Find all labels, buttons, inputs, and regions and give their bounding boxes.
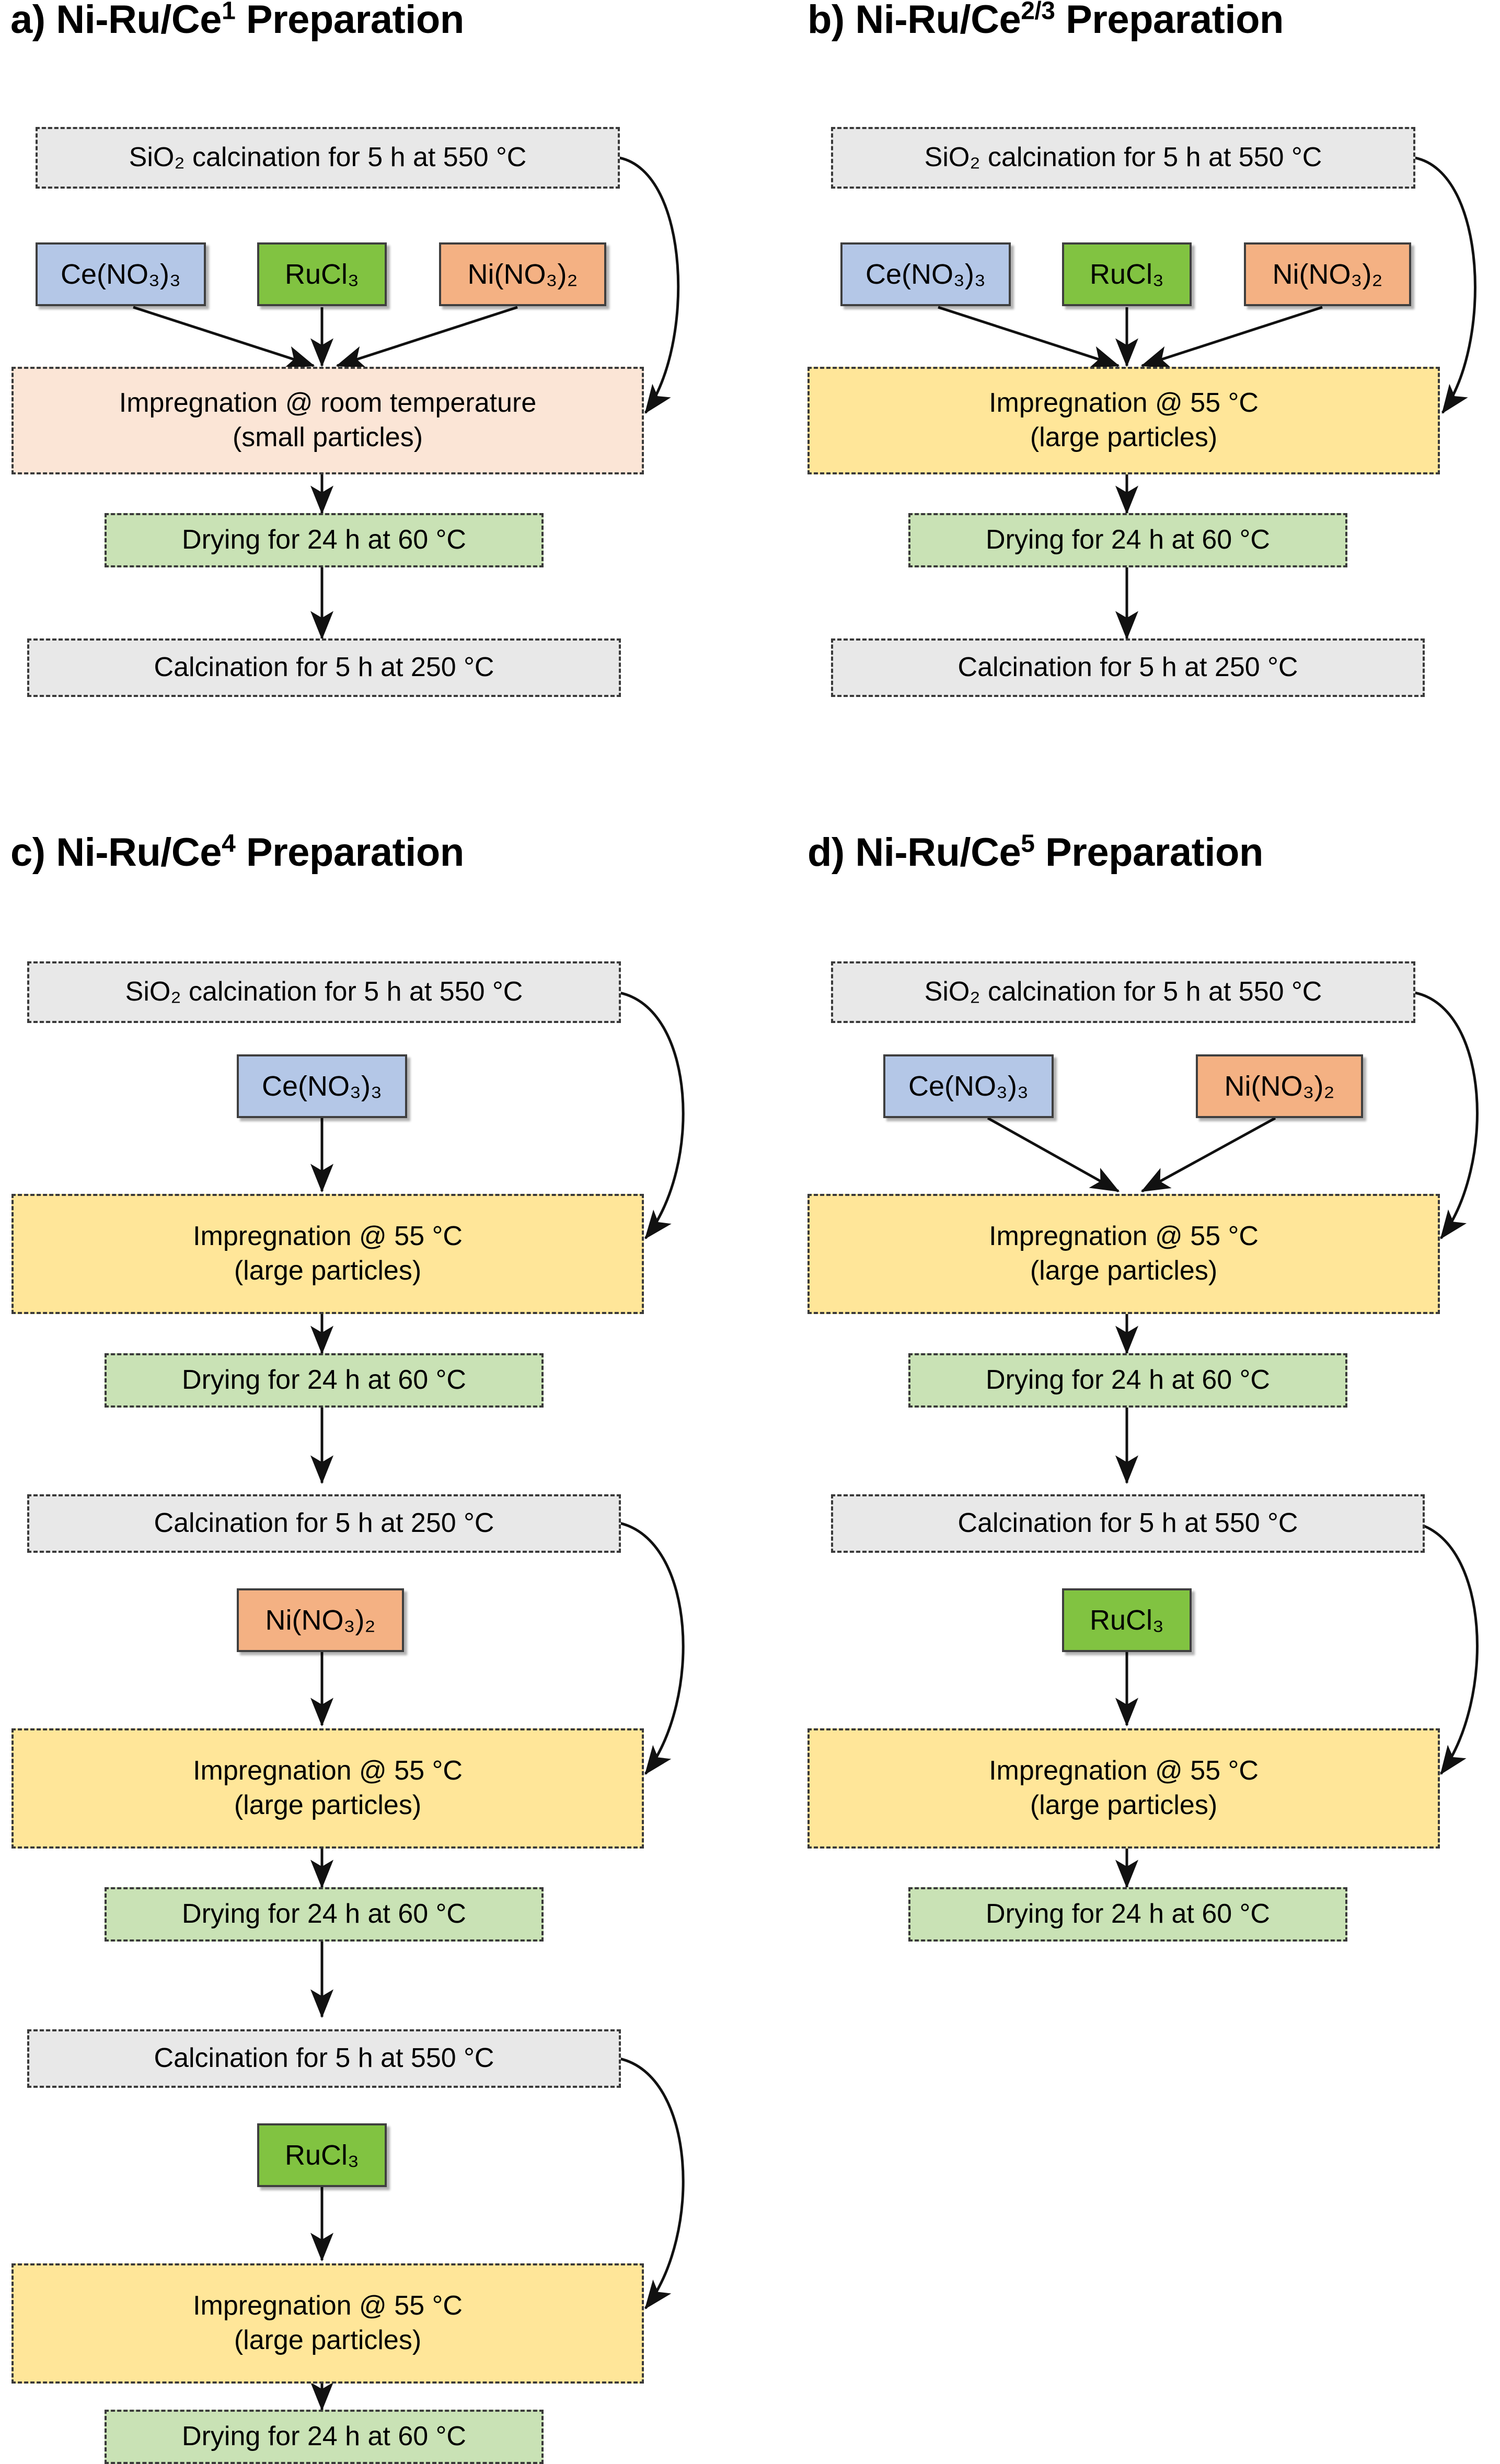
panel-b-title-suffix: Preparation [1055,0,1284,42]
node-a-drying[interactable]: Drying for 24 h at 60 °C [105,513,544,567]
node-d-ce-nitrate[interactable]: Ce(NO₃)₃ [883,1054,1054,1118]
node-label: RuCl₃ [284,258,359,290]
panel-a-title-suffix: Preparation [235,0,464,42]
node-a-ce-nitrate[interactable]: Ce(NO₃)₃ [36,242,206,306]
node-label: Drying for 24 h at 60 °C [986,525,1270,555]
panel-d-title-suffix: Preparation [1034,830,1263,875]
node-label-line2: (large particles) [1030,1256,1218,1286]
panel-a-title-superscript: 1 [222,0,236,25]
node-d-drying-1[interactable]: Drying for 24 h at 60 °C [908,1353,1347,1408]
node-d-ni-nitrate[interactable]: Ni(NO₃)₂ [1196,1054,1363,1118]
node-b-impregnation[interactable]: Impregnation @ 55 °C (large particles) [807,367,1440,474]
node-label: Drying for 24 h at 60 °C [182,1365,466,1396]
node-label-line1: Impregnation @ 55 °C [989,1756,1259,1786]
panel-b-title-prefix: b) Ni-Ru/Ce [807,0,1021,42]
panel-b-title-superscript: 2/3 [1021,0,1055,25]
node-b-ce-nitrate[interactable]: Ce(NO₃)₃ [840,242,1011,306]
node-label: Ce(NO₃)₃ [908,1070,1029,1102]
node-d-sio2-calcination[interactable]: SiO₂ calcination for 5 h at 550 °C [831,961,1415,1023]
node-b-drying[interactable]: Drying for 24 h at 60 °C [908,513,1347,567]
node-label-line1: Impregnation @ room temperature [119,388,537,419]
node-b-ni-nitrate[interactable]: Ni(NO₃)₂ [1244,242,1411,306]
node-c-impregnation-2[interactable]: Impregnation @ 55 °C (large particles) [11,1728,644,1849]
node-a-sio2-calcination[interactable]: SiO₂ calcination for 5 h at 550 °C [36,127,620,189]
node-c-drying-3[interactable]: Drying for 24 h at 60 °C [105,2410,544,2464]
node-label: Calcination for 5 h at 250 °C [154,1508,494,1539]
node-label: Drying for 24 h at 60 °C [986,1365,1270,1396]
node-b-ru-chloride[interactable]: RuCl₃ [1062,242,1192,306]
node-b-sio2-calcination[interactable]: SiO₂ calcination for 5 h at 550 °C [831,127,1415,189]
node-label: Drying for 24 h at 60 °C [986,1899,1270,1930]
node-a-calcination[interactable]: Calcination for 5 h at 250 °C [27,638,621,697]
node-c-ru-chloride[interactable]: RuCl₃ [257,2123,387,2187]
panel-c-title-suffix: Preparation [235,830,464,875]
node-label-line1: Impregnation @ 55 °C [193,1756,463,1786]
panel-d-title-prefix: d) Ni-Ru/Ce [807,830,1021,875]
node-label: Ni(NO₃)₂ [1272,258,1383,290]
node-b-calcination[interactable]: Calcination for 5 h at 250 °C [831,638,1425,697]
node-label: Calcination for 5 h at 250 °C [957,652,1298,683]
node-label: Drying for 24 h at 60 °C [182,525,466,555]
node-d-ru-chloride[interactable]: RuCl₃ [1062,1588,1192,1652]
node-label: SiO₂ calcination for 5 h at 550 °C [129,142,527,173]
node-a-ni-nitrate[interactable]: Ni(NO₃)₂ [439,242,606,306]
panel-d-title: d) Ni-Ru/Ce5 Preparation [807,830,1263,875]
node-c-impregnation-1[interactable]: Impregnation @ 55 °C (large particles) [11,1194,644,1314]
panel-c-title: c) Ni-Ru/Ce4 Preparation [10,830,464,875]
node-c-drying-1[interactable]: Drying for 24 h at 60 °C [105,1353,544,1408]
panel-c-title-superscript: 4 [222,830,236,858]
node-c-ni-nitrate[interactable]: Ni(NO₃)₂ [237,1588,404,1652]
node-label: Drying for 24 h at 60 °C [182,1899,466,1930]
node-c-calcination-1[interactable]: Calcination for 5 h at 250 °C [27,1494,621,1553]
node-label: Calcination for 5 h at 550 °C [957,1508,1298,1539]
node-d-drying-2[interactable]: Drying for 24 h at 60 °C [908,1887,1347,1942]
node-a-impregnation[interactable]: Impregnation @ room temperature (small p… [11,367,644,474]
node-label: RuCl₃ [1089,258,1164,290]
node-label-line2: (large particles) [234,2325,422,2355]
node-label-line2: (small particles) [232,422,423,452]
node-label-line2: (large particles) [1030,422,1218,452]
node-label: Calcination for 5 h at 550 °C [154,2043,494,2074]
node-label: RuCl₃ [284,2139,359,2171]
node-label: Ni(NO₃)₂ [265,1604,376,1636]
panel-c-title-prefix: c) Ni-Ru/Ce [10,830,222,875]
node-label: SiO₂ calcination for 5 h at 550 °C [924,977,1322,1007]
node-label-line1: Impregnation @ 55 °C [989,1221,1259,1252]
node-label: Ce(NO₃)₃ [262,1070,382,1102]
node-a-ru-chloride[interactable]: RuCl₃ [257,242,387,306]
node-label: Ni(NO₃)₂ [1224,1070,1335,1102]
node-label-line1: Impregnation @ 55 °C [989,388,1259,419]
node-label: RuCl₃ [1089,1604,1164,1636]
node-c-sio2-calcination[interactable]: SiO₂ calcination for 5 h at 550 °C [27,961,621,1023]
panel-a-title: a) Ni-Ru/Ce1 Preparation [10,0,464,42]
node-label-line2: (large particles) [234,1790,422,1820]
node-c-ce-nitrate[interactable]: Ce(NO₃)₃ [237,1054,407,1118]
node-label: Drying for 24 h at 60 °C [182,2421,466,2452]
node-label-line2: (large particles) [234,1256,422,1286]
node-label-line1: Impregnation @ 55 °C [193,2291,463,2321]
panel-d-title-superscript: 5 [1021,830,1035,858]
node-label: SiO₂ calcination for 5 h at 550 °C [125,977,523,1007]
node-label: Ce(NO₃)₃ [866,258,986,290]
node-d-calcination-1[interactable]: Calcination for 5 h at 550 °C [831,1494,1425,1553]
node-label-line1: Impregnation @ 55 °C [193,1221,463,1252]
panel-a-title-prefix: a) Ni-Ru/Ce [10,0,222,42]
panel-b-title: b) Ni-Ru/Ce2/3 Preparation [807,0,1284,42]
node-d-impregnation-1[interactable]: Impregnation @ 55 °C (large particles) [807,1194,1440,1314]
node-d-impregnation-2[interactable]: Impregnation @ 55 °C (large particles) [807,1728,1440,1849]
node-c-impregnation-3[interactable]: Impregnation @ 55 °C (large particles) [11,2263,644,2384]
node-label: Ce(NO₃)₃ [61,258,181,290]
node-label: SiO₂ calcination for 5 h at 550 °C [924,142,1322,173]
node-label-line2: (large particles) [1030,1790,1218,1820]
node-label: Calcination for 5 h at 250 °C [154,652,494,683]
node-c-calcination-2[interactable]: Calcination for 5 h at 550 °C [27,2029,621,2088]
node-label: Ni(NO₃)₂ [467,258,578,290]
node-c-drying-2[interactable]: Drying for 24 h at 60 °C [105,1887,544,1942]
